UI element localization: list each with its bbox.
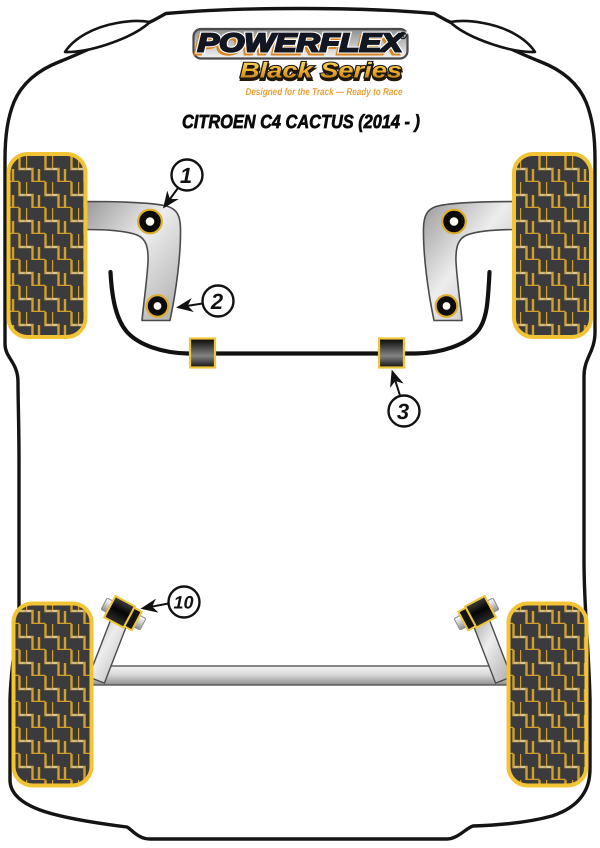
svg-text:R: R bbox=[401, 34, 405, 39]
svg-text:3: 3 bbox=[397, 399, 409, 424]
svg-text:1: 1 bbox=[180, 163, 192, 188]
svg-text:Black Series: Black Series bbox=[240, 59, 402, 83]
svg-text:POWERFLEX: POWERFLEX bbox=[198, 28, 405, 58]
svg-text:POWERFLEX: POWERFLEX bbox=[198, 28, 405, 58]
svg-text:10: 10 bbox=[173, 593, 193, 613]
svg-text:2: 2 bbox=[210, 289, 224, 314]
svg-text:Designed for the Track — Ready: Designed for the Track — Ready to Race bbox=[246, 87, 403, 98]
svg-text:Black Series: Black Series bbox=[241, 61, 403, 85]
svg-text:POWERFLEX: POWERFLEX bbox=[195, 30, 402, 60]
svg-text:CITROEN C4 CACTUS (2014 - ): CITROEN C4 CACTUS (2014 - ) bbox=[182, 112, 420, 133]
